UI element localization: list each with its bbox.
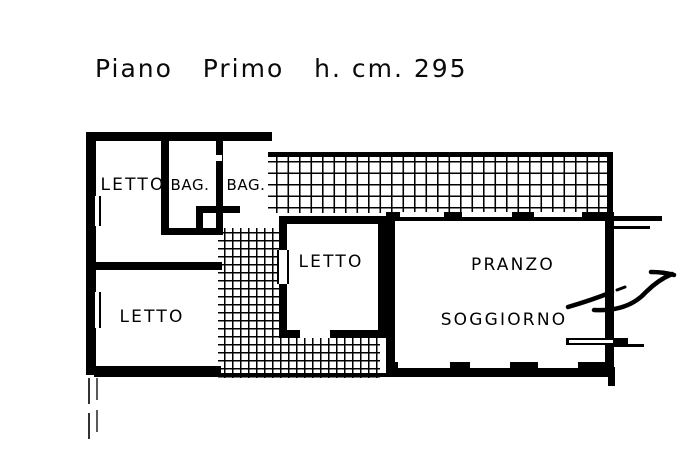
interior-walls-top-left xyxy=(86,136,240,270)
bottom-wall xyxy=(94,367,615,386)
exterior-walls xyxy=(86,132,272,446)
corridor-hatch xyxy=(218,228,380,378)
room-label-bagno-2: BAG. xyxy=(226,176,266,194)
room-label-pranzo: PRANZO xyxy=(471,255,555,275)
room-label-letto-bottom-left: LETTO xyxy=(119,307,185,327)
room-label-letto-center: LETTO xyxy=(298,252,364,272)
hand-drawn-arrow xyxy=(565,269,677,313)
exterior-sill-details xyxy=(566,216,662,347)
terrace-top-hatch xyxy=(268,152,613,216)
page-title: Piano Primo h. cm. 295 xyxy=(95,54,468,83)
room-label-soggiorno: SOGGIORNO xyxy=(440,310,568,330)
living-room-walls xyxy=(386,212,614,370)
interior-walls-center xyxy=(277,216,389,338)
room-label-letto-top-left: LETTO xyxy=(100,175,166,195)
room-label-bagno-1: BAG. xyxy=(170,176,210,194)
